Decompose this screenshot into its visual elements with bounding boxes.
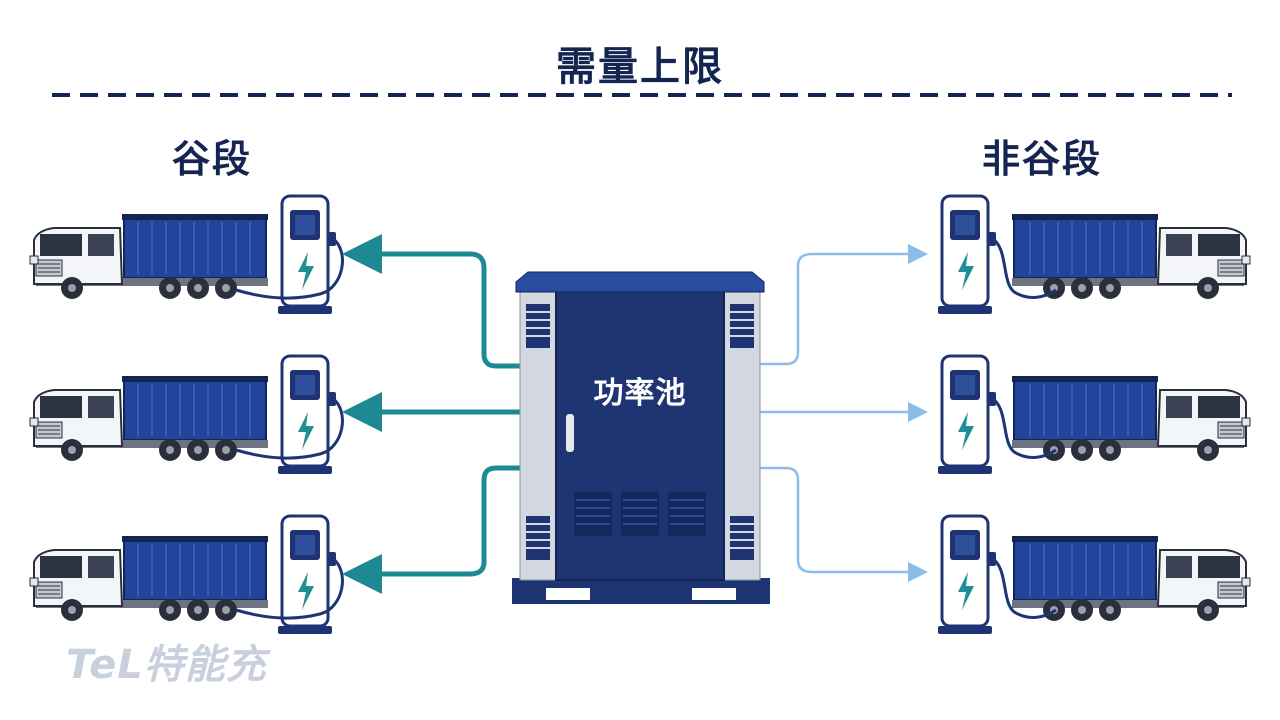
left-station-3 bbox=[29, 514, 344, 636]
right-station-1 bbox=[936, 194, 1251, 316]
left-station-1 bbox=[29, 194, 344, 316]
non-valley-period-title: 非谷段 bbox=[982, 137, 1103, 181]
demand-cap-title: 需量上限 bbox=[556, 44, 724, 90]
cabinet-icon bbox=[512, 271, 770, 604]
truck-icon bbox=[1011, 535, 1251, 622]
left-flow-arrows bbox=[342, 234, 523, 594]
truck-icon bbox=[29, 535, 269, 622]
power-pool-label: 功率池 bbox=[593, 376, 687, 411]
charger-icon bbox=[936, 354, 998, 476]
brand-watermark: TeL特能充 bbox=[66, 642, 267, 688]
truck-icon bbox=[29, 375, 269, 462]
charger-icon bbox=[936, 514, 998, 636]
right-flow-arrows bbox=[758, 244, 928, 582]
truck-icon bbox=[1011, 375, 1251, 462]
right-station-3 bbox=[936, 514, 1251, 636]
charger-icon bbox=[936, 194, 998, 316]
truck-icon bbox=[1011, 213, 1251, 300]
truck-icon bbox=[29, 213, 269, 300]
right-station-2 bbox=[936, 354, 1251, 476]
valley-period-title: 谷段 bbox=[172, 137, 253, 181]
left-station-2 bbox=[29, 354, 344, 476]
